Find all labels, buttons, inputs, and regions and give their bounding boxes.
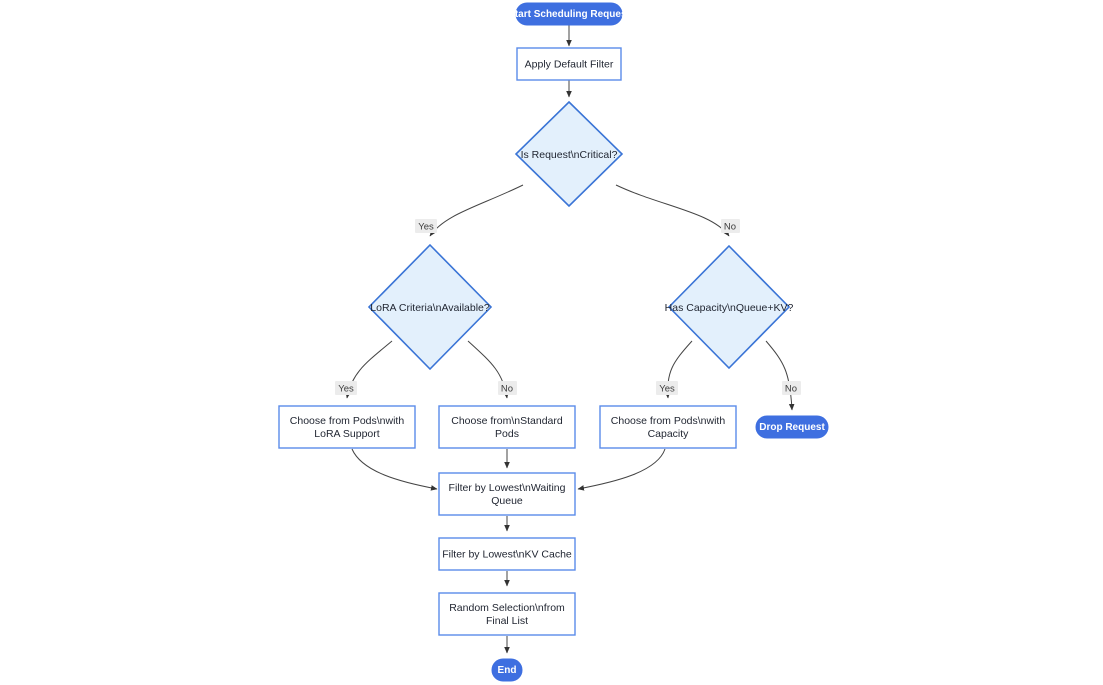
edge-label-text: No	[785, 384, 797, 395]
node-apply-default-filter[interactable]: Apply Default Filter	[516, 47, 622, 81]
node-apply-default-filter-shape[interactable]	[516, 47, 622, 81]
node-choose-pods-lora-support-label-line1: Choose from Pods\nwith	[290, 415, 405, 427]
edge-labels-layer: Yes No Yes No Yes No	[335, 219, 801, 395]
edge-capacity-no-to-drop-request	[765, 340, 795, 411]
node-filter-lowest-waiting-queue-label-line2: Queue	[491, 495, 523, 507]
node-start-shape[interactable]	[515, 2, 623, 26]
node-choose-pods-capacity[interactable]: Choose from Pods\nwith Capacity	[599, 405, 737, 449]
node-choose-pods-capacity-shape[interactable]	[599, 405, 737, 449]
node-random-selection-final-list[interactable]: Random Selection\nfrom Final List	[438, 592, 576, 636]
node-end-shape[interactable]	[491, 658, 523, 682]
node-end-label: End	[498, 665, 517, 676]
edge-choose-lora-to-filter-queue	[351, 448, 438, 491]
edge-label-text: Yes	[418, 222, 434, 233]
node-filter-lowest-waiting-queue-shape[interactable]	[438, 472, 576, 516]
node-start-label: Start Scheduling Request	[508, 9, 630, 20]
edge-label-text: Yes	[338, 384, 354, 395]
edge-label-text: Yes	[659, 384, 675, 395]
edge-label-lora-yes: Yes	[335, 381, 357, 395]
edge-label-capacity-yes: Yes	[656, 381, 678, 395]
node-filter-lowest-kv-cache-label: Filter by Lowest\nKV Cache	[442, 548, 572, 560]
node-filter-lowest-kv-cache[interactable]: Filter by Lowest\nKV Cache	[438, 537, 576, 571]
node-random-selection-final-list-label-line2: Final List	[486, 615, 528, 627]
edge-label-is-critical-no: No	[721, 219, 740, 233]
node-random-selection-final-list-label-line1: Random Selection\nfrom	[449, 602, 565, 614]
node-choose-pods-capacity-label-line1: Choose from Pods\nwith	[611, 415, 726, 427]
node-is-request-critical-shape[interactable]	[514, 100, 624, 208]
node-choose-standard-pods-label-line1: Choose from\nStandard	[451, 415, 563, 427]
node-lora-criteria-available-label: LoRA Criteria\nAvailable?	[370, 302, 490, 314]
node-has-capacity-queue-kv[interactable]: Has Capacity\nQueue+KV?	[665, 244, 794, 370]
edge-choose-capacity-to-filter-queue	[577, 448, 666, 491]
node-apply-default-filter-label: Apply Default Filter	[525, 58, 614, 70]
edge-label-capacity-no: No	[782, 381, 801, 395]
node-choose-standard-pods-shape[interactable]	[438, 405, 576, 449]
node-end[interactable]: End	[491, 658, 523, 682]
node-filter-lowest-waiting-queue-label-line1: Filter by Lowest\nWaiting	[449, 482, 566, 494]
edge-label-text: No	[501, 384, 513, 395]
edge-label-lora-no: No	[498, 381, 517, 395]
edge-is-critical-no-to-capacity	[615, 184, 730, 237]
edges-layer	[345, 25, 795, 654]
node-lora-criteria-available[interactable]: LoRA Criteria\nAvailable?	[367, 243, 493, 371]
node-start[interactable]: Start Scheduling Request	[508, 2, 631, 26]
nodes-layer: Start Scheduling Request Apply Default F…	[278, 2, 829, 682]
node-choose-standard-pods-label-line2: Pods	[495, 428, 519, 440]
node-drop-request-shape[interactable]	[755, 415, 829, 439]
node-choose-pods-lora-support[interactable]: Choose from Pods\nwith LoRA Support	[278, 405, 416, 449]
node-random-selection-final-list-shape[interactable]	[438, 592, 576, 636]
node-lora-criteria-available-shape[interactable]	[367, 243, 493, 371]
node-choose-pods-capacity-label-line2: Capacity	[648, 428, 690, 440]
node-choose-standard-pods[interactable]: Choose from\nStandard Pods	[438, 405, 576, 449]
node-drop-request-label: Drop Request	[759, 422, 825, 433]
node-filter-lowest-kv-cache-shape[interactable]	[438, 537, 576, 571]
node-filter-lowest-waiting-queue[interactable]: Filter by Lowest\nWaiting Queue	[438, 472, 576, 516]
node-has-capacity-queue-kv-label: Has Capacity\nQueue+KV?	[665, 302, 794, 314]
node-choose-pods-lora-support-label-line2: LoRA Support	[314, 428, 379, 440]
node-drop-request[interactable]: Drop Request	[755, 415, 829, 439]
node-is-request-critical[interactable]: Is Request\nCritical?	[514, 100, 624, 208]
edge-label-is-critical-yes: Yes	[415, 219, 437, 233]
edge-label-text: No	[724, 222, 736, 233]
edge-is-critical-yes-to-lora	[429, 184, 524, 237]
node-choose-pods-lora-support-shape[interactable]	[278, 405, 416, 449]
node-has-capacity-queue-kv-shape[interactable]	[667, 244, 791, 370]
node-is-request-critical-label: Is Request\nCritical?	[521, 149, 618, 161]
